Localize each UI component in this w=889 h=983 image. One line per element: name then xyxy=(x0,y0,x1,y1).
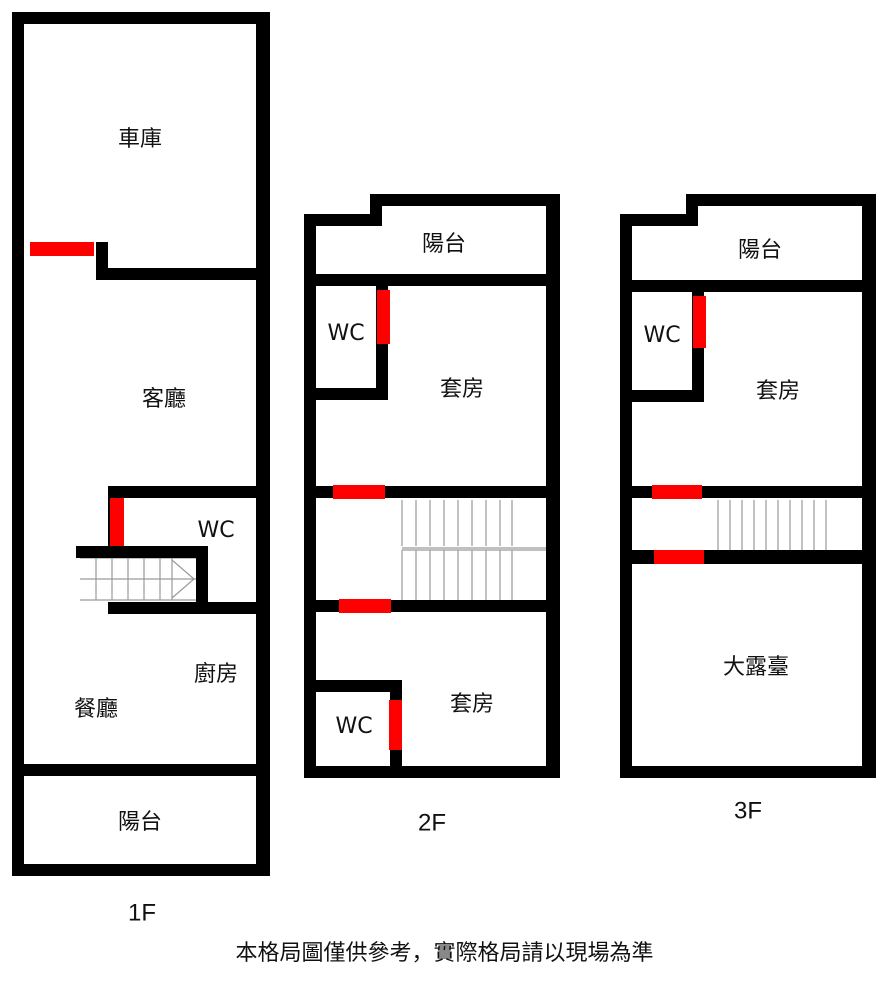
room-label-suite-lower-2f: 套房 xyxy=(450,692,494,717)
room-label-garage: 車庫 xyxy=(118,127,162,152)
doors-2f xyxy=(333,290,402,750)
room-label-balcony-1f: 陽台 xyxy=(118,810,162,835)
staircase-1f xyxy=(80,557,196,601)
room-label-suite-upper-2f: 套房 xyxy=(440,377,484,402)
room-label-terrace-3f: 大露臺 xyxy=(723,655,789,680)
door-suite-lower-2f xyxy=(339,599,391,613)
door-terrace-3f xyxy=(654,550,704,564)
door-suite-upper-2f xyxy=(333,485,385,499)
room-label-wc-upper-2f: WC xyxy=(327,321,364,346)
room-label-balcony-3f: 陽台 xyxy=(738,238,782,263)
floor-label-1f: 1F xyxy=(128,899,156,926)
room-label-wc-1f: WC xyxy=(197,518,234,543)
doors-3f xyxy=(652,296,706,564)
door-garage xyxy=(30,242,94,256)
floor-1f: 車庫 客廳 WC 廚房 餐廳 陽台 1F xyxy=(12,12,270,926)
room-label-living-room: 客廳 xyxy=(142,387,186,412)
door-wc-1f xyxy=(110,498,124,546)
floor-label-3f: 3F xyxy=(734,797,762,824)
room-label-kitchen: 廚房 xyxy=(194,662,238,687)
room-label-dining-room: 餐廳 xyxy=(74,697,118,722)
door-suite-3f xyxy=(652,485,702,499)
staircase-3f xyxy=(717,500,827,550)
disclaimer-note: 本格局圖僅供參考，實際格局請以現場為準 xyxy=(235,941,654,966)
floor-3f: 陽台 WC 套房 大露臺 3F xyxy=(620,194,876,824)
floor-label-2f: 2F xyxy=(418,809,446,836)
floor-2f: 陽台 WC 套房 WC 套房 2F xyxy=(304,194,560,836)
door-wc-3f xyxy=(693,296,706,348)
room-label-suite-3f: 套房 xyxy=(756,379,800,404)
room-label-wc-lower-2f: WC xyxy=(335,714,372,739)
staircase-2f xyxy=(401,500,548,600)
doors-1f xyxy=(30,242,124,546)
door-wc-upper-2f xyxy=(377,290,390,344)
room-label-balcony-2f: 陽台 xyxy=(422,232,466,257)
room-label-wc-3f: WC xyxy=(643,323,680,348)
door-wc-lower-2f xyxy=(389,700,402,750)
